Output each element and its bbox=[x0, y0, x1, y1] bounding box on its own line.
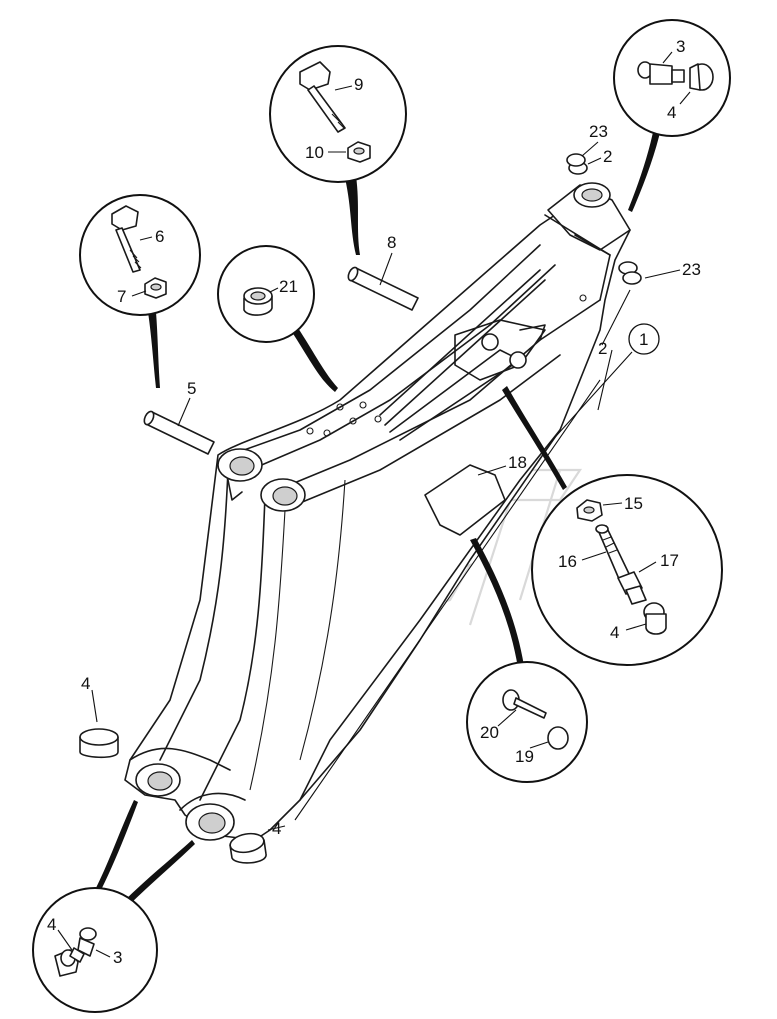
label-9: 9 bbox=[354, 75, 363, 94]
detail-bolt-9-nut-10 bbox=[269, 45, 407, 183]
label-1: 1 bbox=[639, 330, 648, 349]
label-4-left: 4 bbox=[81, 674, 90, 693]
pin-8 bbox=[347, 266, 419, 311]
bushing-4-top bbox=[689, 63, 714, 91]
plug-21 bbox=[243, 287, 273, 316]
fitting-17 bbox=[617, 571, 647, 605]
detail-fitting-3-bushing-4-bottom bbox=[32, 887, 158, 1013]
boom-arm bbox=[124, 182, 631, 841]
nut-10 bbox=[347, 141, 371, 163]
wear-pad-18 bbox=[424, 464, 506, 536]
grease-fitting-3-top bbox=[637, 61, 685, 85]
bushing-4-detail bbox=[643, 602, 667, 635]
nut-15 bbox=[576, 499, 603, 522]
label-2-top: 2 bbox=[603, 147, 612, 166]
item-1-circle bbox=[628, 323, 660, 355]
pad-19 bbox=[547, 726, 569, 750]
rivet-20 bbox=[502, 689, 547, 719]
bushing-4-lower bbox=[229, 832, 267, 864]
label-6: 6 bbox=[155, 227, 164, 246]
bolt-6 bbox=[111, 205, 142, 273]
nut-7 bbox=[144, 277, 167, 299]
detail-bolt-6-nut-7 bbox=[79, 194, 201, 316]
bushing-2-top bbox=[566, 153, 588, 175]
bushing-4-left bbox=[79, 728, 119, 759]
bushing-2-right bbox=[618, 261, 642, 285]
label-3-top: 3 bbox=[676, 37, 685, 56]
label-23-right: 23 bbox=[682, 260, 701, 279]
label-4-lower: 4 bbox=[272, 819, 281, 838]
label-8: 8 bbox=[387, 233, 396, 252]
bolt-9 bbox=[299, 61, 346, 133]
label-20: 20 bbox=[480, 723, 499, 742]
label-16: 16 bbox=[558, 552, 577, 571]
label-21: 21 bbox=[279, 277, 298, 296]
label-5: 5 bbox=[187, 379, 196, 398]
label-23-top: 23 bbox=[589, 122, 608, 141]
label-2-right: 2 bbox=[598, 339, 607, 358]
label-4-bottom: 4 bbox=[47, 915, 56, 934]
pin-5 bbox=[143, 410, 215, 455]
label-3-bottom: 3 bbox=[113, 948, 122, 967]
label-18: 18 bbox=[508, 453, 527, 472]
label-19: 19 bbox=[515, 747, 534, 766]
label-17: 17 bbox=[660, 551, 679, 570]
detail-rivet-20-pad-19 bbox=[466, 661, 588, 783]
label-7: 7 bbox=[117, 287, 126, 306]
label-4-detail: 4 bbox=[610, 623, 619, 642]
label-15: 15 bbox=[624, 494, 643, 513]
grease-fitting-3-bottom bbox=[69, 927, 97, 963]
label-4-top: 4 bbox=[667, 103, 676, 122]
label-10: 10 bbox=[305, 143, 324, 162]
